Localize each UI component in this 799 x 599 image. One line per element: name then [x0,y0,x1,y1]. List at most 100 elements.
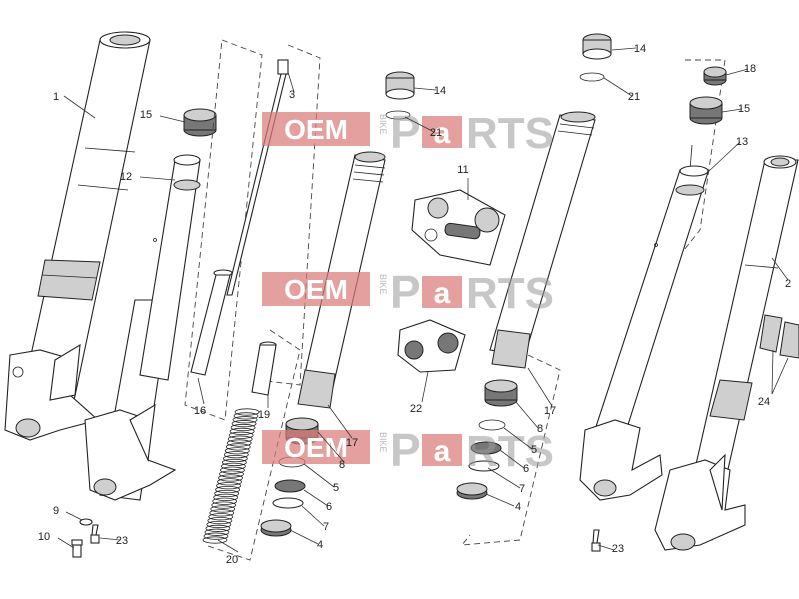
leader-line [771,357,789,395]
leader-line [317,431,345,463]
watermark-a-text: a [434,117,451,150]
leader-line [771,257,789,281]
leader-line [603,77,633,97]
part-label-15: 15 [738,103,750,115]
fork-leg-right [654,155,799,551]
watermark-rts-text: RTS [466,269,554,318]
part-label-4: 4 [515,501,521,513]
clamp-22 [397,319,466,373]
leader-line [57,537,75,549]
watermark-a-box [422,116,462,148]
watermark-a-text: a [434,277,451,310]
spring-coil [220,466,245,474]
leader-line [611,47,637,51]
spring-coil [232,416,258,424]
spacer-19 [251,341,277,396]
part-label-8: 8 [537,423,543,435]
group-outline-far-right [679,59,726,256]
part-label-7: 7 [323,521,329,533]
screw-23-right [591,529,601,552]
spring-coil [211,501,237,509]
inner-tube-17-right [489,111,596,369]
spring-coil [230,423,256,432]
damper-rod-3 [190,59,289,376]
spring-coil [221,462,246,470]
leader-line [503,427,533,450]
part-label-6: 6 [326,501,332,513]
leader-line [499,449,525,469]
spring-coil [206,520,232,529]
part-label-19: 19 [258,409,270,421]
leader-line [487,467,521,489]
part-label-2: 2 [785,278,791,290]
part-label-18: 18 [744,63,756,75]
cap-14-right [582,33,612,60]
part-label-21: 21 [628,91,640,103]
part-label-11: 11 [457,164,468,176]
part-label-4: 4 [317,539,323,551]
watermark-p-text: P [390,266,421,318]
spring-coil [228,431,254,439]
part-label-23: 23 [116,535,128,547]
screw-10 [71,539,83,558]
spring-coil [221,458,247,467]
leader-line [99,537,121,541]
spring-coil [219,470,244,478]
spring-coil [226,439,252,447]
watermark-bike-text: BIKE [378,274,388,295]
watermark-p-text: P [390,106,421,158]
leader-line [159,115,186,123]
leader-line [725,68,749,76]
part-label-10: 10 [38,531,50,543]
seal-stack-right [456,379,518,500]
washer-9 [79,518,93,526]
o-ring-21-left [385,110,411,120]
watermark-rts-text: RTS [466,109,554,158]
leader-line [63,95,96,119]
spring-coil [202,536,228,544]
spring-20 [202,408,260,544]
watermark-oem-box [262,430,370,464]
spring-coil [227,435,253,443]
cap-18 [703,66,727,86]
part-label-17: 17 [346,437,358,449]
spring-coil [203,532,229,540]
spring-coil [233,412,259,420]
leader-line [597,544,615,551]
spring-coil [218,474,243,482]
bushing-15-left [183,108,217,137]
leader-line [707,141,741,173]
leader-line [327,404,353,439]
cap-14-left [385,71,415,100]
leader-line [65,511,83,521]
spring-coil [231,420,257,428]
part-label-23: 23 [612,543,624,555]
leader-line [197,377,205,405]
leader-line [404,116,435,133]
spring-coil [210,505,236,513]
spring-coil [213,493,239,501]
part-label-24: 24 [758,396,770,408]
spring-coil [204,528,230,536]
part-label-6: 6 [523,463,529,475]
spring-coil [215,485,241,494]
part-label-15: 15 [140,109,152,121]
part-label-17: 17 [544,405,556,417]
spring-coil [209,509,235,517]
part-label-5: 5 [531,444,537,456]
leader-line [721,108,743,113]
leader-line [303,489,329,507]
watermark-oem-box [262,112,370,146]
part-label-1: 1 [53,91,59,103]
part-label-14: 14 [634,43,646,55]
leader-line [527,367,553,407]
watermark-oem-text: OEM [284,432,348,463]
watermark-p-text: P [390,424,421,476]
watermark-oem-box [262,272,370,306]
